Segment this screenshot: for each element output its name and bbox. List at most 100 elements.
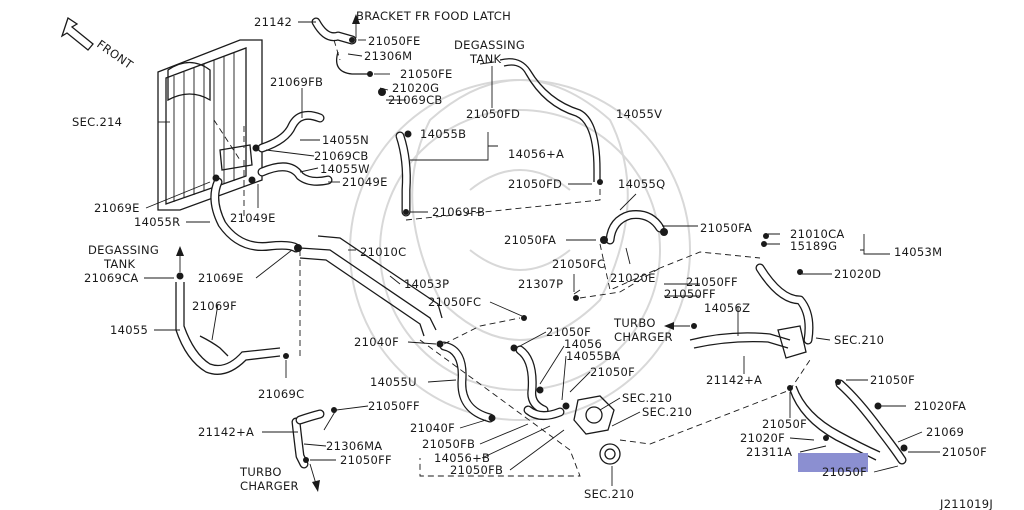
label-turbo-right: TURBO — [613, 316, 656, 330]
hose-21142A-left — [291, 409, 325, 469]
hose-14056 — [515, 345, 549, 415]
label-degassing-left: DEGASSING — [88, 243, 159, 257]
hose-14055R — [210, 177, 301, 253]
label-14055: 14055 — [110, 323, 148, 337]
label-21050FC-2: 21050FC — [428, 295, 481, 309]
hose-14055W — [257, 162, 333, 186]
label-14055N: 14055N — [322, 133, 369, 147]
label-21050FF-1: 21050FF — [686, 275, 738, 289]
label-21069C: 21069C — [258, 387, 304, 401]
label-14056A: 14056+A — [508, 147, 564, 161]
hose-21069 — [789, 379, 907, 465]
label-bracket: BRACKET FR FOOD LATCH — [356, 9, 511, 23]
thermostat-housing — [573, 395, 615, 435]
label-14055W: 14055W — [320, 162, 370, 176]
hose-21020D — [755, 263, 814, 345]
hose-14056Z — [689, 332, 791, 349]
label-21010CA: 21010CA — [790, 227, 845, 241]
label-21050FB-2: 21050FB — [450, 463, 503, 477]
pipe-14053P — [299, 235, 443, 337]
label-21050FC-1: 21050FC — [552, 257, 605, 271]
label-14056: 14056 — [564, 337, 602, 351]
hose-21040F — [439, 341, 495, 423]
label-21050FB-1: 21050FB — [422, 437, 475, 451]
label-21142A-1: 21142+A — [706, 373, 762, 387]
label-turbo-bottom: TURBO — [239, 465, 282, 479]
water-outlet — [599, 443, 621, 465]
label-sec210-2: SEC.210 — [622, 391, 672, 405]
label-21050FA-1: 21050FA — [700, 221, 752, 235]
label-14056Z: 14056Z — [704, 301, 750, 315]
dashed-lines — [213, 39, 811, 477]
label-21050F-3: 21050F — [870, 373, 915, 387]
label-21050F-6: 21050F — [822, 465, 867, 479]
label-21049E-1: 21049E — [342, 175, 388, 189]
watermark-emblem — [349, 79, 691, 421]
label-14055Q: 14055Q — [618, 177, 665, 191]
label-21142: 21142 — [254, 15, 292, 29]
label-21311A: 21311A — [746, 445, 792, 459]
hose-14055B — [395, 131, 411, 217]
label-14053P: 14053P — [404, 277, 449, 291]
label-21069FB-2: 21069FB — [432, 205, 485, 219]
label-21010C: 21010C — [360, 245, 406, 259]
label-21050F-5: 21050F — [942, 445, 987, 459]
label-21020G: 21020G — [392, 81, 439, 95]
label-21020F: 21020F — [740, 431, 785, 445]
label-14055B: 14055B — [420, 127, 466, 141]
label-21069E-1: 21069E — [94, 201, 140, 215]
hose-14055Q — [605, 210, 665, 245]
label-14055R: 14055R — [134, 215, 180, 229]
arrow-icons — [176, 14, 690, 492]
label-14055BA: 14055BA — [566, 349, 620, 363]
label-21050F-2: 21050F — [590, 365, 635, 379]
label-14056B: 14056+B — [434, 451, 490, 465]
label-21020D: 21020D — [834, 267, 881, 281]
label-21020E: 21020E — [610, 271, 656, 285]
label-21040F-2: 21040F — [410, 421, 455, 435]
hose-21069F — [199, 335, 229, 357]
label-21306MA: 21306MA — [326, 439, 382, 453]
label-21142A-2: 21142+A — [198, 425, 254, 439]
clamp-icons — [176, 37, 908, 463]
label-21069CB-2: 21069CB — [314, 149, 369, 163]
label-21050FD-2: 21050FD — [508, 177, 562, 191]
front-label: FRONT — [94, 37, 136, 72]
label-charger-right: CHARGER — [614, 330, 673, 344]
label-sec214: SEC.214 — [72, 115, 122, 129]
label-21069E-2: 21069E — [198, 271, 244, 285]
label-21050FF-3: 21050FF — [368, 399, 420, 413]
label-tank-top: TANK — [469, 52, 502, 66]
hose-21142 — [311, 17, 357, 45]
label-sec210-1: SEC.210 — [834, 333, 884, 347]
radiator — [157, 39, 263, 211]
label-21020FA: 21020FA — [914, 399, 966, 413]
hose-14055N — [257, 110, 325, 153]
turbo-connector — [777, 325, 807, 359]
label-21306M: 21306M — [364, 49, 412, 63]
label-14053M: 14053M — [894, 245, 942, 259]
label-14055U: 14055U — [370, 375, 417, 389]
label-21040F-1: 21040F — [354, 335, 399, 349]
leader-lines — [144, 21, 940, 486]
part-labels: 21142 BRACKET FR FOOD LATCH 21050FE 2130… — [72, 9, 993, 510]
label-14055V: 14055V — [616, 107, 662, 121]
label-21050F-1: 21050F — [546, 325, 591, 339]
front-arrow-icon — [60, 16, 94, 51]
label-sec210-4: SEC.210 — [584, 487, 634, 501]
label-21069CB-1: 21069CB — [388, 93, 443, 107]
hose-14055BA — [523, 405, 565, 420]
figure-id: J211019J — [939, 497, 993, 510]
label-21049E-2: 21049E — [230, 211, 276, 225]
hose-21306M — [335, 51, 370, 75]
label-21050F-4: 21050F — [762, 417, 807, 431]
label-21050FA-2: 21050FA — [504, 233, 556, 247]
label-21069CA: 21069CA — [84, 271, 139, 285]
label-21069F: 21069F — [192, 299, 237, 313]
label-degassing-top: DEGASSING — [454, 38, 525, 52]
label-21069: 21069 — [926, 425, 964, 439]
redaction-box — [798, 453, 868, 472]
hose-14055V — [499, 58, 601, 182]
label-21069FB-1: 21069FB — [270, 75, 323, 89]
